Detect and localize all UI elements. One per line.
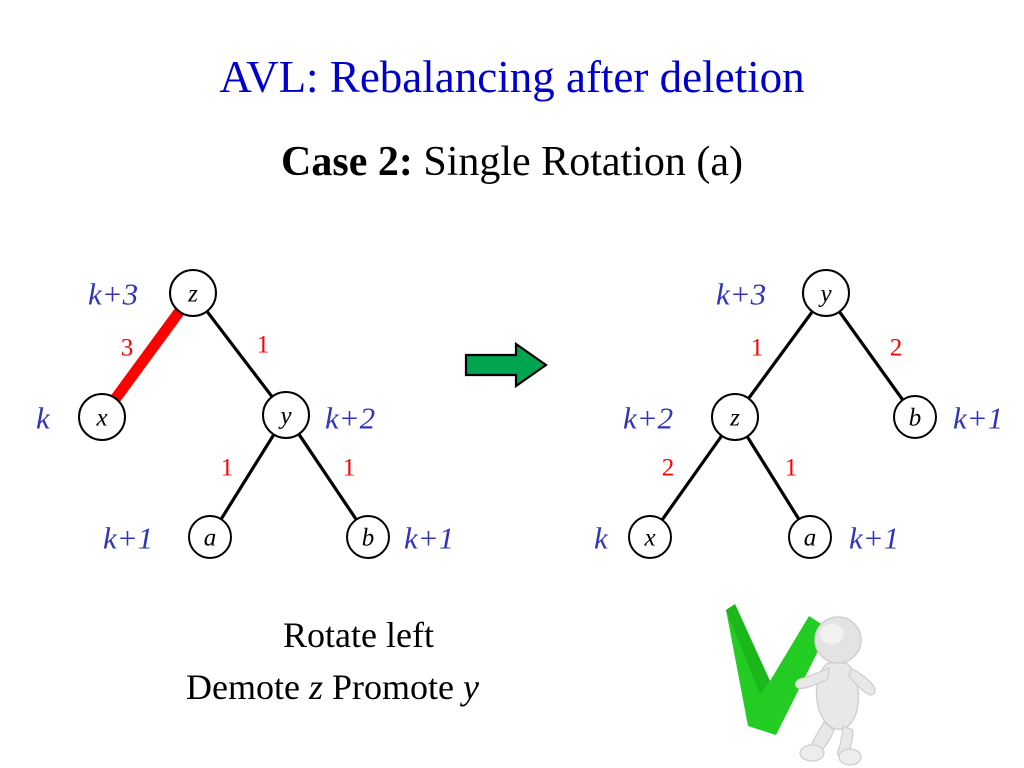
edge-balance-label: 1 xyxy=(751,335,764,362)
tree-node-y xyxy=(802,269,850,317)
page-subtitle: Case 2: Single Rotation (a) xyxy=(0,138,1024,186)
caption-demote-promote: Demote z Promote y xyxy=(186,665,479,709)
tree-node-z xyxy=(711,393,759,441)
subtitle-case-label: Case 2: xyxy=(281,139,413,185)
tree-node-z xyxy=(169,269,217,317)
node-height-label-z: k+2 xyxy=(623,401,673,436)
demote-word: Demote xyxy=(186,667,309,707)
tree-edge-z-x xyxy=(109,306,186,404)
figure-body xyxy=(794,616,876,766)
node-height-label-x: k xyxy=(36,401,51,436)
node-label-y: y xyxy=(277,403,292,430)
tree-node-a xyxy=(788,515,832,559)
promote-word: Promote xyxy=(331,667,463,707)
green-check-with-figure-icon xyxy=(726,604,876,766)
node-height-label-a: k+1 xyxy=(849,521,899,556)
edge-balance-label: 1 xyxy=(257,332,270,359)
tree-edge-y-b xyxy=(296,431,359,523)
tree-edge-y-a xyxy=(218,431,277,522)
edge-balance-label: 1 xyxy=(785,455,798,482)
node-height-label-x: k xyxy=(594,521,609,556)
tree-edge-z-a xyxy=(744,433,802,522)
tree-node-b xyxy=(346,515,390,559)
right-arrow-icon xyxy=(464,341,548,389)
tree-node-x xyxy=(628,515,672,559)
promote-var: y xyxy=(462,667,479,707)
caption-rotate-left: Rotate left xyxy=(283,615,434,655)
caption-gap xyxy=(323,667,332,707)
node-label-x: x xyxy=(95,405,107,432)
node-label-a: a xyxy=(204,525,217,552)
edge-balance-label: 1 xyxy=(221,455,234,482)
subtitle-rest: Single Rotation (a) xyxy=(412,139,743,185)
tree-node-x xyxy=(78,393,126,441)
node-height-label-y: k+2 xyxy=(325,401,375,436)
node-height-label-z: k+3 xyxy=(88,277,138,312)
node-height-label-b: k+1 xyxy=(953,401,1003,436)
tree-edge-y-b xyxy=(836,309,906,403)
edge-balance-label: 2 xyxy=(662,455,675,482)
right-tree-after: 1 2 2 1 y k+3 z k+2 b k+1 x k a k+1 xyxy=(594,269,1003,559)
tree-node-a xyxy=(188,515,232,559)
tree-edge-z-x xyxy=(659,433,725,523)
node-height-label-b: k+1 xyxy=(404,521,454,556)
tree-edge-z-y xyxy=(204,308,275,400)
edge-balance-label: 3 xyxy=(121,335,134,362)
node-height-label-y: k+3 xyxy=(716,277,766,312)
edge-balance-label: 2 xyxy=(890,335,903,362)
tree-node-b xyxy=(893,395,937,439)
demote-var: z xyxy=(308,667,323,707)
left-tree-before: 3 1 1 1 z k+3 x k y k+2 a k+1 b k+1 xyxy=(36,269,454,559)
tree-node-y xyxy=(262,391,310,439)
node-label-z: z xyxy=(729,405,740,432)
node-height-label-a: k+1 xyxy=(103,521,153,556)
tree-edge-y-z xyxy=(746,308,815,402)
node-label-a: a xyxy=(804,525,817,552)
edge-balance-label: 1 xyxy=(343,455,356,482)
node-label-z: z xyxy=(187,281,198,308)
node-label-b: b xyxy=(362,525,375,552)
node-label-y: y xyxy=(817,281,832,308)
node-label-x: x xyxy=(643,525,655,552)
page-title: AVL: Rebalancing after deletion xyxy=(219,52,805,102)
node-label-b: b xyxy=(909,405,922,432)
